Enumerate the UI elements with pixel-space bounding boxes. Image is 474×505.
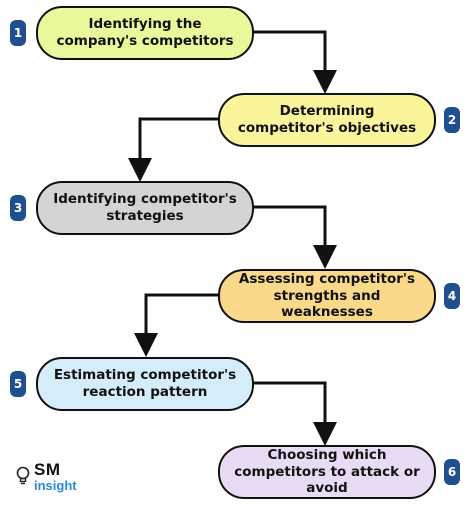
logo-text-sm: SM <box>34 460 61 479</box>
arrow-1-to-2 <box>254 30 337 94</box>
step-6-badge: 6 <box>444 459 460 485</box>
step-2-box: Determining competitor's objectives <box>218 93 436 147</box>
sm-insight-logo: SM insight <box>12 460 77 496</box>
step-1-box: Identifying the company's competitors <box>36 6 254 60</box>
step-1-badge: 1 <box>10 20 26 46</box>
arrow-5-to-6 <box>254 381 337 446</box>
step-4-box: Assessing competitor's strengths and wea… <box>218 269 436 323</box>
step-5-badge: 5 <box>10 371 26 397</box>
arrow-3-to-4 <box>254 205 337 269</box>
lightbulb-icon <box>16 466 30 485</box>
step-3-badge: 3 <box>10 195 26 221</box>
arrow-2-to-3 <box>128 117 218 182</box>
step-5-box: Estimating competitor's reaction pattern <box>36 357 254 411</box>
step-4-badge: 4 <box>444 283 460 309</box>
step-3-box: Identifying competitor's strategies <box>36 181 254 235</box>
step-6-box: Choosing which competitors to attack or … <box>218 445 436 499</box>
arrow-4-to-5 <box>134 293 218 357</box>
logo-text-insight: insight <box>34 478 77 493</box>
step-2-badge: 2 <box>444 107 460 133</box>
